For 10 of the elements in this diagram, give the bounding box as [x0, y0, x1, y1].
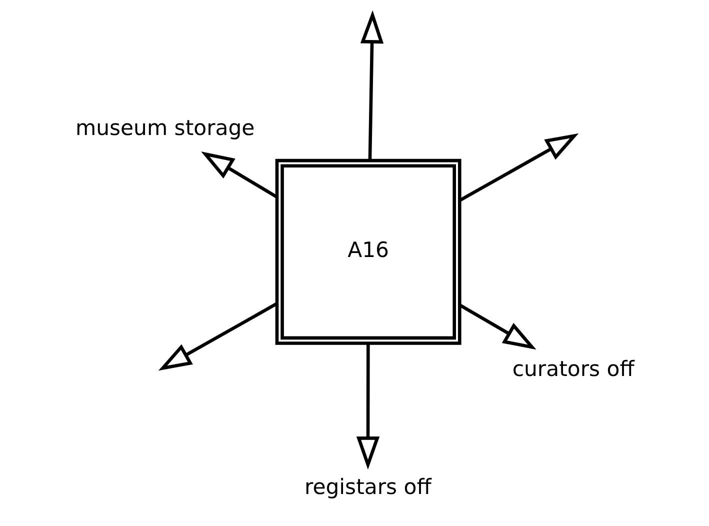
- arrow: [200, 151, 278, 198]
- node-box: A16: [274, 158, 461, 344]
- arrow: [356, 343, 380, 470]
- node-text: curators off: [512, 356, 634, 381]
- arrow: [360, 10, 384, 160]
- node-text: registars off: [304, 473, 431, 498]
- arrow: [458, 303, 536, 350]
- node-text: museum storage: [75, 114, 254, 140]
- arrow: [158, 302, 277, 370]
- arrow: [458, 132, 578, 202]
